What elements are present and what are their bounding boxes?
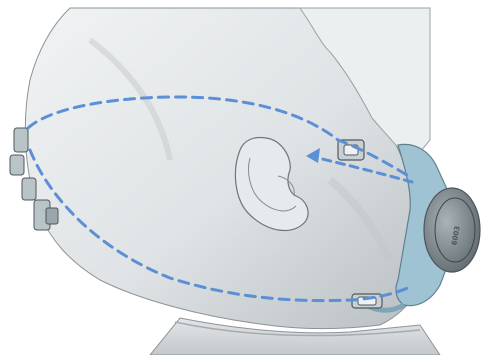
respirator-cartridge-icon: 6003 <box>424 188 480 272</box>
